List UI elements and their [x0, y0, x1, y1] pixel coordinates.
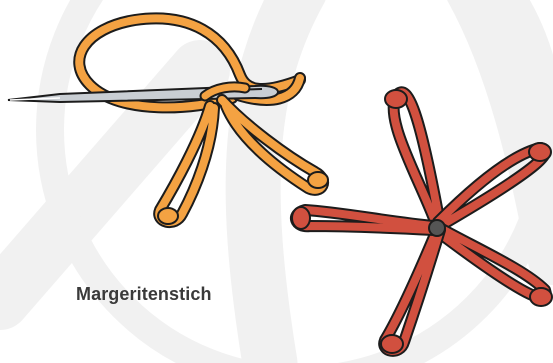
- flower-center: [429, 220, 445, 236]
- flower-petal: [292, 207, 434, 230]
- flower-petal: [385, 90, 440, 224]
- stitch-caption: Margeritenstich: [76, 284, 212, 305]
